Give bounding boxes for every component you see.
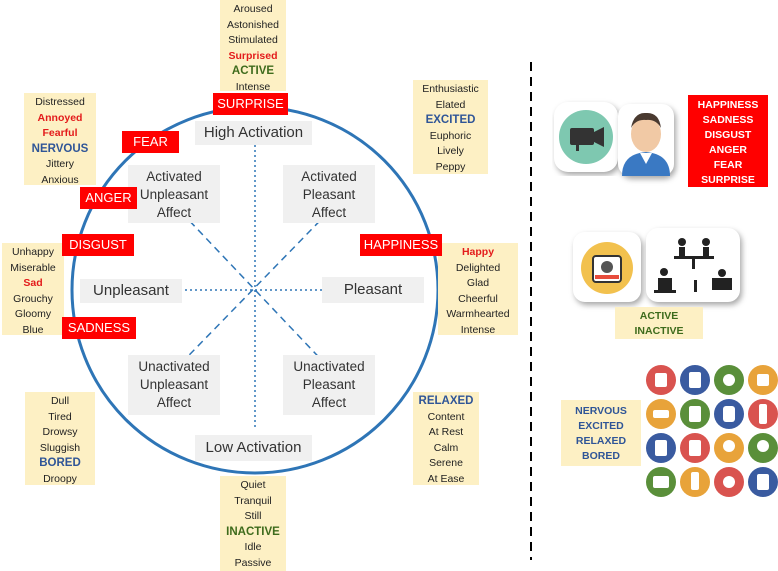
photo-camera-card [573, 232, 641, 302]
people-activity-icon [654, 238, 732, 293]
diagonal-ne-sw [159, 194, 346, 386]
axis-label-top: High Activation [195, 121, 312, 145]
wordlist-bottom: Quiet Tranquil Still INACTIVE Idle Passi… [220, 476, 286, 571]
video-camera-icon [554, 102, 618, 172]
emotion-label-anger: ANGER [80, 187, 137, 209]
states-list: NERVOUS EXCITED RELAXED BORED [561, 400, 641, 466]
emotions-list: HAPPINESS SADNESS DISGUST ANGER FEAR SUR… [688, 95, 768, 187]
emotion-label-surprise: SURPRISE [213, 93, 288, 115]
axis-label-bottom: Low Activation [195, 435, 312, 461]
emotion-label-happiness: HAPPINESS [360, 234, 442, 256]
camera-person-card [552, 98, 674, 176]
wordlist-lower-right: RELAXED Content At Rest Calm Serene At E… [413, 392, 479, 485]
diagonal-nw-se [164, 194, 351, 391]
wordlist-upper-right: Enthusiastic Elated EXCITED Euphoric Liv… [413, 80, 488, 174]
person-avatar-icon [622, 112, 670, 176]
axis-label-right: Pleasant [322, 277, 424, 303]
wordlist-top: Aroused Astonished Stimulated Surprised … [220, 0, 286, 93]
emotion-label-sadness: SADNESS [62, 317, 136, 339]
wordlist-lower-left: Dull Tired Drowsy Sluggish BORED Droopy [25, 392, 95, 485]
wearable-devices-icon [646, 365, 778, 497]
people-scene-card [646, 228, 740, 302]
wordlist-upper-left: Distressed Annoyed Fearful NERVOUS Jitte… [24, 93, 96, 186]
wordlist-right: Happy Delighted Glad Cheerful Warmhearte… [438, 243, 518, 336]
wordlist-left: Unhappy Miserable Sad Grouchy Gloomy Blu… [2, 243, 64, 336]
axis-label-left: Unpleasant [80, 279, 182, 303]
arousal-list: ACTIVE INACTIVE [615, 307, 703, 339]
person-card [618, 104, 674, 176]
emotion-label-fear: FEAR [122, 131, 179, 153]
photo-camera-icon [581, 242, 633, 294]
emotion-label-disgust: DISGUST [62, 234, 134, 256]
